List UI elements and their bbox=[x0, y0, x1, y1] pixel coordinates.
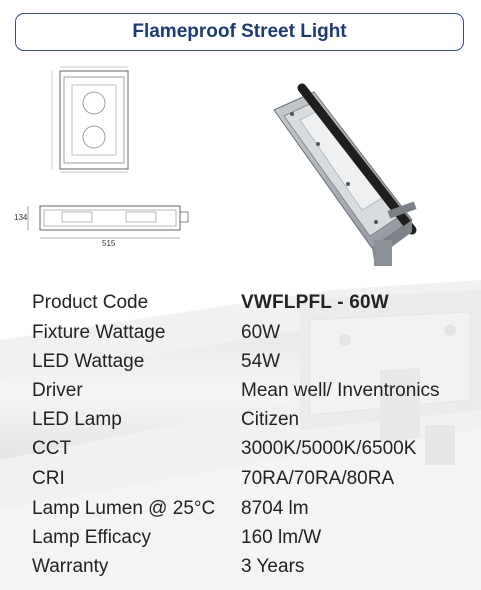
spec-row-lamp-efficacy: Lamp Efficacy 160 lm/W bbox=[0, 523, 481, 552]
spec-value: Mean well/ Inventronics bbox=[241, 380, 440, 401]
top-view-drawing bbox=[51, 66, 129, 173]
spec-value: 3 Years bbox=[241, 556, 305, 577]
spec-row-driver: Driver Mean well/ Inventronics bbox=[0, 376, 481, 405]
spec-label: LED Lamp bbox=[32, 409, 122, 430]
side-view-drawing: 134 515 bbox=[14, 205, 189, 248]
product-photo bbox=[273, 83, 417, 266]
spec-row-product-code: Product Code VWFLPFL - 60W bbox=[0, 288, 481, 317]
faded-product-photo bbox=[0, 280, 481, 590]
spec-row-lamp-lumen: Lamp Lumen @ 25°C 8704 lm bbox=[0, 494, 481, 523]
spec-label: Fixture Wattage bbox=[32, 322, 166, 343]
spec-label: CCT bbox=[32, 438, 72, 459]
spec-value: 70RA/70RA/80RA bbox=[241, 468, 395, 489]
spec-label: Lamp Efficacy bbox=[32, 527, 151, 548]
spec-value: 60W bbox=[241, 322, 281, 343]
spec-value: 3000K/5000K/6500K bbox=[241, 438, 417, 459]
spec-value: VWFLPFL - 60W bbox=[241, 292, 389, 313]
spec-value: 8704 lm bbox=[241, 498, 309, 519]
spec-row-led-lamp: LED Lamp Citizen bbox=[0, 405, 481, 434]
height-dimension: 134 bbox=[14, 213, 28, 222]
spec-value: 160 lm/W bbox=[241, 527, 322, 548]
width-dimension: 515 bbox=[102, 239, 116, 248]
spec-row-led-wattage: LED Wattage 54W bbox=[0, 347, 481, 376]
title-box: Flameproof Street Light bbox=[15, 13, 464, 51]
page-title: Flameproof Street Light bbox=[132, 21, 347, 42]
spec-label: LED Wattage bbox=[32, 351, 145, 372]
spec-label: Product Code bbox=[32, 292, 149, 313]
spec-value: 54W bbox=[241, 351, 281, 372]
spec-row-fixture-wattage: Fixture Wattage 60W bbox=[0, 318, 481, 347]
spec-row-cri: CRI 70RA/70RA/80RA bbox=[0, 464, 481, 493]
spec-label: Driver bbox=[32, 380, 83, 401]
spec-label: Lamp Lumen @ 25°C bbox=[32, 498, 216, 519]
spec-row-cct: CCT 3000K/5000K/6500K bbox=[0, 434, 481, 463]
spec-row-warranty: Warranty 3 Years bbox=[0, 552, 481, 581]
spec-value: Citizen bbox=[241, 409, 300, 430]
spec-label: CRI bbox=[32, 468, 65, 489]
spec-label: Warranty bbox=[32, 556, 109, 577]
